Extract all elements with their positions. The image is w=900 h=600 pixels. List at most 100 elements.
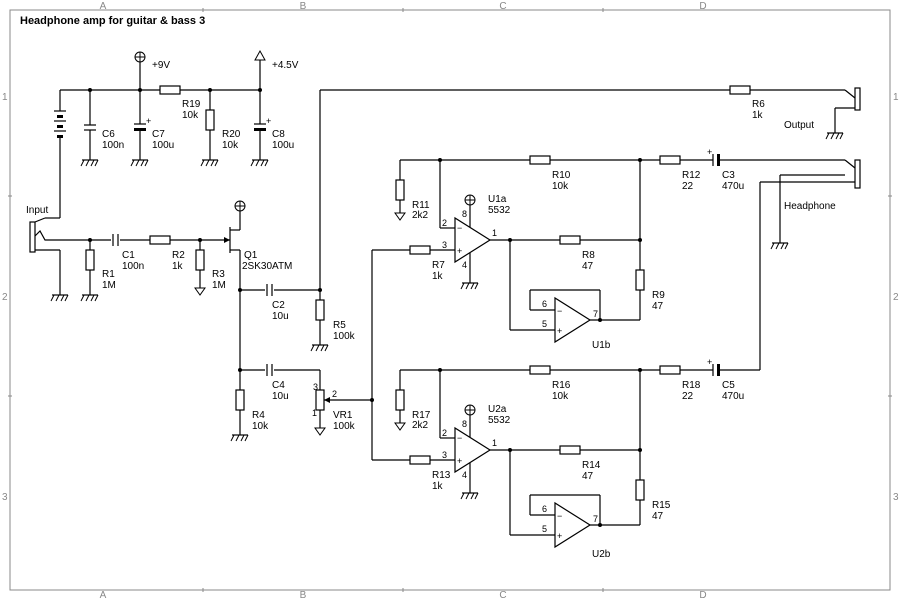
r14-value: 47 — [582, 471, 594, 482]
r12-ref: R12 — [682, 170, 701, 181]
r16-ref: R16 — [552, 380, 571, 391]
vr1-potentiometer: 3 2 1 — [312, 370, 372, 436]
ground-icon — [460, 282, 479, 290]
schematic-title: Headphone amp for guitar & bass 3 — [20, 15, 205, 27]
r5-ref: R5 — [333, 320, 346, 331]
c7-polarity: + — [146, 116, 151, 126]
u2a-ref: U2a — [488, 404, 507, 415]
v45-power-symbol — [254, 49, 266, 61]
r18-ref: R18 — [682, 380, 701, 391]
r2-ref: R2 — [172, 250, 185, 261]
r8-resistor — [559, 235, 581, 245]
r17-resistor — [394, 370, 406, 431]
r9-value: 47 — [652, 301, 664, 312]
r3-ref: R3 — [212, 269, 225, 280]
c1-capacitor — [112, 234, 119, 246]
r16-value: 10k — [552, 391, 569, 402]
u2a-plus: + — [457, 456, 462, 466]
r1-ref: R1 — [102, 269, 115, 280]
c2-capacitor — [266, 284, 273, 296]
u1a-pin8: 8 — [462, 209, 467, 219]
u1b-minus: − — [557, 306, 562, 316]
r11-value: 2k2 — [412, 210, 429, 221]
u2-supply-icon — [464, 404, 476, 416]
c2-value: 10u — [272, 311, 289, 322]
grid-col-a-top: A — [100, 1, 107, 12]
c8-ref: C8 — [272, 129, 285, 140]
r2-value: 1k — [172, 261, 184, 272]
input-stage: Input C1 100n R2 1k R1 1M — [26, 85, 845, 442]
r13-resistor — [409, 455, 431, 465]
input-label: Input — [26, 205, 48, 216]
headphone-jack-icon — [730, 159, 861, 370]
c4-capacitor — [266, 364, 273, 376]
q1-ref: Q1 — [244, 250, 258, 261]
ground-icon — [310, 344, 329, 352]
output-label: Output — [784, 120, 814, 131]
ground-icon — [80, 159, 99, 167]
r13-value: 1k — [432, 481, 444, 492]
r15-ref: R15 — [652, 500, 671, 511]
r4-value: 10k — [252, 421, 269, 432]
output-jack-icon — [825, 87, 861, 140]
r5-resistor — [315, 90, 325, 345]
r19-value: 10k — [182, 110, 199, 121]
u1a-pin4: 4 — [462, 260, 467, 270]
r10-ref: R10 — [552, 170, 571, 181]
r4-ref: R4 — [252, 410, 265, 421]
grid-col-d-bottom: D — [699, 590, 706, 600]
c5-polarity: + — [707, 357, 712, 367]
battery-icon — [45, 90, 66, 219]
u1b-pin6: 6 — [542, 299, 547, 309]
ground-icon — [130, 159, 149, 167]
r6-ref: R6 — [752, 99, 765, 110]
r2-resistor — [149, 235, 171, 245]
r5-value: 100k — [333, 331, 356, 342]
grid-row-2-left: 2 — [2, 292, 8, 303]
c3-polarity: + — [707, 147, 712, 157]
r14-resistor — [559, 445, 581, 455]
u2a-opamp-icon: − + 2 3 1 8 4 — [442, 415, 497, 493]
u2b-pin5: 5 — [542, 524, 547, 534]
u1b-pin5: 5 — [542, 319, 547, 329]
r1-resistor — [85, 240, 95, 295]
u2a-value: 5532 — [488, 415, 511, 426]
v9-label: +9V — [152, 60, 170, 71]
vr1-pin3: 3 — [313, 382, 318, 392]
power-supply: +9V +4.5V C6 100n — [45, 49, 299, 219]
c1-value: 100n — [122, 261, 144, 272]
ground-icon — [250, 159, 269, 167]
u1a-minus: − — [457, 223, 462, 233]
r17-value: 2k2 — [412, 420, 429, 431]
r8-value: 47 — [582, 261, 594, 272]
grid-row-1-right: 1 — [893, 92, 899, 103]
u2b-opamp-icon: − + 6 5 7 — [542, 501, 598, 549]
c3-capacitor: + — [707, 147, 720, 166]
c7-ref: C7 — [152, 129, 165, 140]
c4-ref: C4 — [272, 380, 285, 391]
u1a-ref: U1a — [488, 194, 507, 205]
r19-resistor — [159, 85, 181, 95]
c8-capacitor: + — [254, 90, 271, 160]
r10-value: 10k — [552, 181, 569, 192]
vr1-value: 100k — [333, 421, 356, 432]
c6-capacitor — [84, 90, 96, 160]
u1-supply-icon — [464, 194, 476, 206]
u1a-pin2: 2 — [442, 218, 447, 228]
ground-icon — [460, 492, 479, 500]
r3-value: 1M — [212, 280, 226, 291]
ground-icon — [80, 294, 99, 302]
ground-icon — [230, 434, 249, 442]
r4-resistor — [235, 370, 245, 435]
r3-resistor — [194, 240, 206, 296]
channel-2: R16 10k R17 2k2 − + 2 3 1 8 4 — [371, 250, 760, 560]
u1b-pin7: 7 — [593, 309, 598, 319]
grid-col-c-bottom: C — [499, 590, 506, 600]
r15-value: 47 — [652, 511, 664, 522]
r6-resistor — [729, 85, 751, 95]
r15-resistor — [635, 370, 645, 525]
u2a-minus: − — [457, 433, 462, 443]
u2a-pin3: 3 — [442, 450, 447, 460]
u1a-opamp-icon: − + 2 3 1 8 4 — [442, 205, 497, 283]
